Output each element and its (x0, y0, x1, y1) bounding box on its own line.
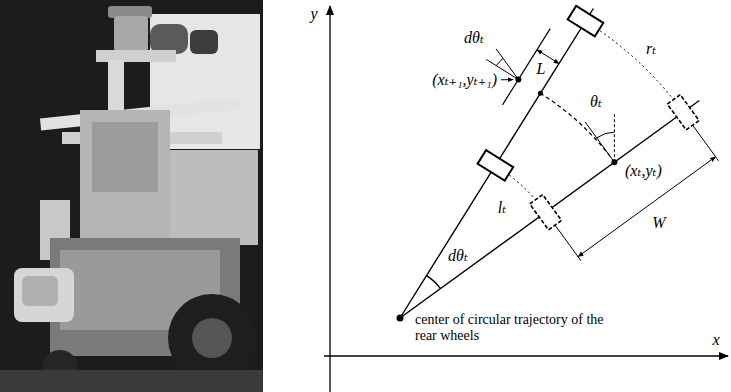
offset-line (501, 79, 513, 80)
robot-photo (14, 268, 74, 322)
rear-wheel-new (478, 6, 604, 181)
rear-wheel-new (568, 6, 604, 37)
point-dot (515, 77, 521, 83)
trajectory-arc (586, 21, 684, 112)
dimension-label: W (651, 215, 666, 231)
robot-photo (92, 122, 158, 192)
width-dimension (553, 122, 719, 261)
dimension-label: L (536, 61, 547, 77)
annotation: center of circular trajectory of the rea… (414, 312, 616, 344)
robot-photo (190, 30, 218, 54)
axis-label: y (309, 6, 318, 22)
width-dimension (553, 222, 581, 261)
heading-angle (585, 122, 614, 162)
point-dot (397, 77, 618, 322)
point-label: (xₜ₊₁,yₜ₊₁) (431, 72, 498, 88)
robot-photo (80, 110, 170, 240)
robot-photo (114, 16, 148, 52)
width-dimension (578, 157, 716, 257)
heading-angle (585, 112, 614, 162)
point-dot (397, 315, 404, 322)
trajectory-arc (540, 93, 614, 162)
offset-line (496, 59, 503, 66)
robot-photo (0, 0, 263, 392)
angle-label: dθₜ (463, 30, 485, 46)
arc-label: rₜ (645, 41, 657, 57)
radial-line (427, 276, 441, 289)
radial-line (400, 9, 593, 319)
rear-wheel-old (530, 195, 562, 230)
axes (329, 6, 330, 392)
offset-line (486, 29, 559, 105)
robot-photo (150, 24, 188, 54)
heading-angle (614, 112, 615, 162)
trajectory-arc (495, 21, 683, 212)
robot-photo (22, 276, 58, 306)
robot-photo (168, 294, 256, 382)
rear-wheel-old (530, 95, 699, 230)
angle-label: dθₜ (447, 248, 469, 264)
robot-photo (0, 0, 263, 392)
width-dimension (690, 122, 718, 161)
offset-line (496, 49, 518, 80)
axes (324, 355, 728, 356)
point-dot (611, 159, 617, 165)
axes (324, 6, 728, 392)
robot-photo (0, 370, 263, 392)
axis-label: x (711, 332, 720, 348)
heading-angle (597, 132, 615, 138)
robot-photo (192, 318, 232, 358)
angle-label: θₜ (589, 94, 603, 110)
point-label: (xₜ,yₜ) (624, 163, 663, 179)
robot-photo (0, 0, 263, 392)
radial-line (400, 101, 699, 319)
arc-label: lₜ (497, 200, 507, 216)
point-dot (538, 91, 543, 96)
rear-wheel-new (478, 150, 514, 181)
radial-line (400, 9, 699, 319)
rear-wheel-old (667, 95, 699, 130)
